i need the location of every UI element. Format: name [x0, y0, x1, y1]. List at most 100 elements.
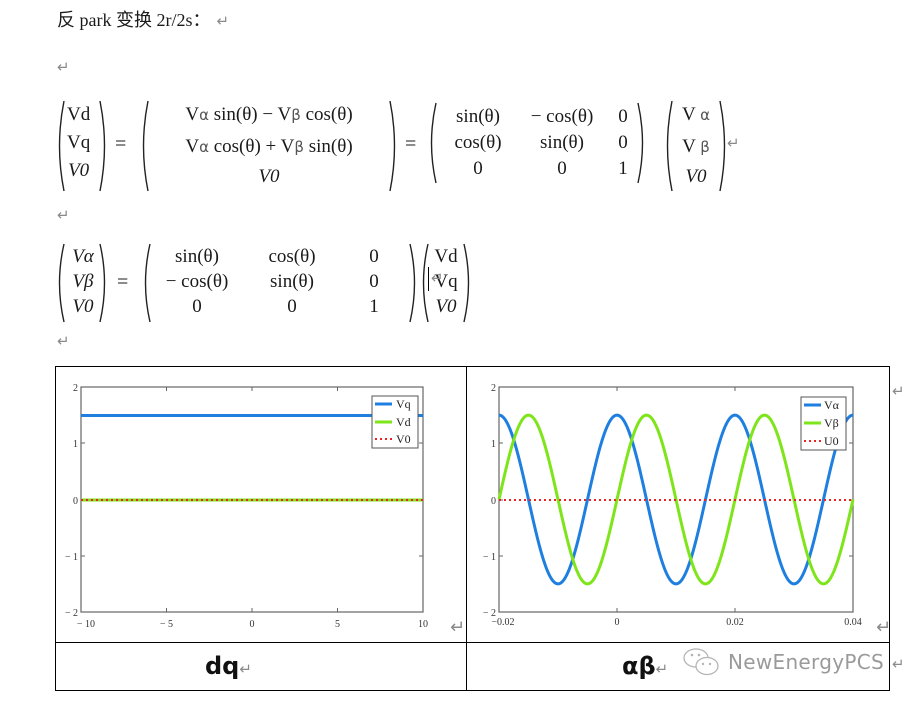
left-paren [427, 102, 437, 184]
matrix-cell: 0 [557, 158, 567, 179]
svg-text:10: 10 [418, 619, 428, 630]
left-paren [55, 100, 65, 192]
svg-text:− 2: − 2 [483, 608, 496, 619]
svg-text:− 5: − 5 [160, 619, 173, 630]
caption-alphabeta: αβ↵ [622, 652, 669, 680]
lhs-vector: Vd Vq V0 [55, 100, 109, 192]
lhs-cell: Vq [67, 132, 91, 153]
svg-text:Vq: Vq [396, 397, 411, 411]
equation-park-inverse: Vd Vq V0 = Vα sin(θ) − Vβ cos(θ) Vα cos(… [55, 100, 755, 192]
matrix-cell: sin(θ) [175, 246, 219, 267]
svg-text:−0.02: −0.02 [491, 617, 514, 628]
matrix-cell: cos(θ) [454, 132, 502, 153]
wechat-icon [683, 648, 719, 676]
equals-sign: = [115, 133, 127, 155]
left-paren [663, 100, 673, 192]
y-tick-labels: 2 1 0 − 1 − 2 [65, 383, 78, 619]
y-tick-labels: 2 1 0 − 1 − 2 [483, 383, 496, 619]
svg-text:0.02: 0.02 [726, 617, 744, 628]
svg-text:5: 5 [335, 619, 340, 630]
alphabeta-chart: 2 1 0 − 1 − 2 −0.02 0 0.02 0.04 Vα Vβ U0 [483, 383, 862, 628]
paragraph-mark-icon: ↵ [57, 206, 70, 224]
svg-text:0: 0 [615, 617, 620, 628]
figure-table [55, 366, 890, 691]
svg-text:− 10: − 10 [77, 619, 95, 630]
matrix-cell: 0 [192, 296, 202, 317]
svg-text:Vβ: Vβ [824, 416, 839, 430]
paragraph-mark-icon: ↵ [876, 617, 892, 638]
valpha-series [498, 413, 854, 586]
paragraph-mark-icon: ↵ [57, 58, 70, 76]
svg-text:1: 1 [491, 439, 496, 450]
lhs-vector: Vα Vβ V0 [55, 243, 109, 323]
matrix-cell: cos(θ) [268, 246, 316, 267]
table-divider-horizontal [55, 642, 890, 643]
left-paren [419, 243, 429, 323]
left-paren [141, 243, 151, 323]
dq-legend: Vq Vd V0 [371, 395, 419, 449]
right-paren [99, 100, 109, 192]
paragraph-mark-icon: ↵ [57, 332, 70, 350]
rhs-cell: V0 [435, 296, 457, 317]
heading-text: 反 park 变换 2r/2s： [57, 10, 211, 30]
svg-text:− 2: − 2 [65, 608, 78, 619]
lhs-cell: Vd [67, 104, 91, 125]
lhs-cell: V0 [68, 160, 90, 181]
watermark: NewEnergyPCS [682, 646, 884, 678]
matrix-cell: 0 [369, 271, 379, 292]
paragraph-mark-icon: ↵ [655, 660, 669, 678]
right-paren [463, 243, 473, 323]
table-divider-vertical [466, 366, 467, 691]
svg-text:0: 0 [491, 496, 496, 507]
right-paren [389, 100, 399, 192]
section-heading: 反 park 变换 2r/2s：↵ [57, 6, 229, 32]
alphabeta-legend: Vα Vβ U0 [800, 396, 847, 451]
matrix-cell: 0 [287, 296, 297, 317]
svg-text:0.04: 0.04 [844, 617, 862, 628]
left-paren [139, 100, 149, 192]
svg-text:2: 2 [491, 383, 496, 394]
paragraph-mark-icon: ↵ [892, 382, 905, 400]
svg-text:Vd: Vd [396, 415, 411, 429]
rhs-cell: Vq [434, 271, 458, 292]
rhs-cell: V0 [685, 166, 707, 187]
paragraph-mark-icon: ↵ [892, 655, 905, 673]
transform-matrix: sin(θ) − cos(θ) 0 cos(θ) sin(θ) 0 0 0 1 [427, 102, 649, 184]
right-paren [637, 102, 647, 184]
watermark-text: NewEnergyPCS [728, 650, 884, 674]
caption-dq: dq↵ [205, 652, 252, 680]
matrix-cell: 0 [473, 158, 483, 179]
matrix-cell: 0 [369, 246, 379, 267]
equation-dq-to-alphabeta: Vα Vβ V0 = sin(θ) cos(θ) 0 − cos(θ) sin(… [55, 243, 475, 323]
svg-text:U0: U0 [824, 434, 839, 448]
svg-text:1: 1 [73, 439, 78, 450]
right-paren [719, 100, 729, 192]
matrix-cell: 1 [369, 296, 379, 317]
svg-text:0: 0 [250, 619, 255, 630]
rhs-vector: Vd Vq V0 [419, 243, 473, 323]
rhs-cell: V β [682, 136, 710, 157]
right-paren [409, 243, 419, 323]
expanded-row-3: V0 [258, 166, 280, 187]
lhs-cell: Vα [72, 246, 94, 267]
matrix-cell: sin(θ) [456, 106, 500, 127]
matrix-cell: 0 [618, 106, 628, 127]
equals-sign: = [405, 133, 417, 155]
paragraph-mark-icon: ↵ [239, 660, 252, 678]
svg-text:V0: V0 [396, 432, 411, 446]
text-cursor [428, 267, 429, 291]
rhs-vector: V α V β V0 [663, 100, 727, 192]
equals-sign: = [117, 271, 129, 293]
expanded-vector: Vα sin(θ) − Vβ cos(θ) Vα cos(θ) + Vβ sin… [139, 100, 399, 192]
paragraph-mark-icon: ↵ [727, 134, 740, 152]
right-paren [99, 243, 109, 323]
matrix-cell: − cos(θ) [165, 271, 229, 292]
x-tick-labels: −0.02 0 0.02 0.04 [491, 617, 861, 628]
lhs-cell: V0 [72, 296, 94, 317]
left-paren [55, 243, 65, 323]
lhs-cell: Vβ [72, 271, 94, 292]
rhs-cell: Vd [434, 246, 458, 267]
matrix-cell: sin(θ) [540, 132, 584, 153]
transform-matrix: sin(θ) cos(θ) 0 − cos(θ) sin(θ) 0 0 0 1 [141, 243, 419, 323]
x-tick-labels: − 10 − 5 0 5 10 [77, 619, 428, 630]
